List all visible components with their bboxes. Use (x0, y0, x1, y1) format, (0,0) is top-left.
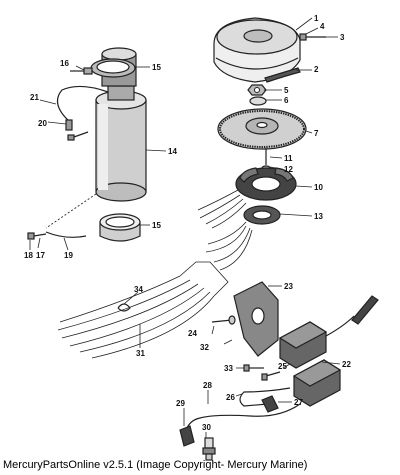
starter-terminal-nut[interactable] (70, 67, 93, 75)
stator-wires (197, 189, 253, 271)
callout-2: 2 (314, 65, 319, 74)
ground-screw[interactable] (27, 232, 47, 240)
callout-6: 6 (284, 96, 289, 105)
starter-bushing-top[interactable] (90, 58, 136, 78)
callout-21: 21 (30, 93, 39, 102)
callout-16: 16 (60, 59, 69, 68)
callout-20: 20 (38, 119, 47, 128)
cover-band[interactable] (264, 67, 301, 83)
coil-screw-lower[interactable] (243, 364, 264, 372)
wiring-harness[interactable] (57, 261, 229, 359)
ground-cable[interactable] (45, 231, 87, 238)
flywheel-nut[interactable] (247, 84, 267, 96)
bracket-screw[interactable] (211, 315, 236, 325)
callout-25: 25 (278, 362, 287, 371)
lead-28[interactable] (185, 403, 301, 431)
boot-27[interactable] (261, 395, 279, 413)
cover-screw[interactable] (299, 33, 326, 41)
harness-clip[interactable] (117, 303, 131, 312)
coil-lead[interactable] (325, 315, 355, 337)
image-caption: MercuryPartsOnline v2.5.1 (Image Copyrig… (3, 459, 308, 471)
ignition-coil-upper[interactable] (278, 321, 328, 369)
spark-plug[interactable] (202, 437, 216, 461)
callout-23: 23 (284, 282, 293, 291)
starter-cable[interactable] (56, 85, 109, 123)
coil-screw-upper[interactable] (261, 371, 281, 381)
callout-12: 12 (284, 165, 293, 174)
flywheel[interactable] (217, 108, 307, 150)
callout-34: 34 (134, 285, 143, 294)
flywheel-washer[interactable] (249, 96, 267, 106)
callout-15-top: 15 (152, 63, 161, 72)
callout-7: 7 (314, 129, 319, 138)
boot-29[interactable] (179, 425, 195, 447)
ignition-coil-lower[interactable] (292, 359, 342, 407)
callout-32: 32 (200, 343, 209, 352)
coil-bracket[interactable] (233, 281, 279, 357)
callout-24: 24 (188, 329, 197, 338)
callout-15-bottom: 15 (152, 221, 161, 230)
starter-bolt[interactable] (67, 131, 89, 141)
starter-motor[interactable] (95, 85, 147, 202)
callout-5: 5 (284, 86, 289, 95)
lead-26[interactable] (239, 387, 291, 407)
callout-29: 29 (176, 399, 185, 408)
callout-10: 10 (314, 183, 323, 192)
callout-26: 26 (226, 393, 235, 402)
callout-27: 27 (294, 398, 303, 407)
stator[interactable] (235, 167, 297, 201)
callout-14: 14 (168, 147, 177, 156)
callout-1: 1 (314, 14, 319, 23)
callout-28: 28 (203, 381, 212, 390)
starter-bushing-bottom[interactable] (99, 213, 141, 242)
callout-22: 22 (342, 360, 351, 369)
callout-18: 18 (24, 251, 33, 260)
flywheel-cover[interactable] (213, 17, 301, 83)
callout-19: 19 (64, 251, 73, 260)
callout-33: 33 (224, 364, 233, 373)
callout-4: 4 (320, 22, 325, 31)
trigger[interactable] (243, 205, 281, 225)
callout-11: 11 (284, 154, 293, 163)
callout-3: 3 (340, 33, 345, 42)
callout-13: 13 (314, 212, 323, 221)
callout-30: 30 (202, 423, 211, 432)
leader-lines (29, 17, 341, 438)
callout-17: 17 (36, 251, 45, 260)
callout-31: 31 (136, 349, 145, 358)
